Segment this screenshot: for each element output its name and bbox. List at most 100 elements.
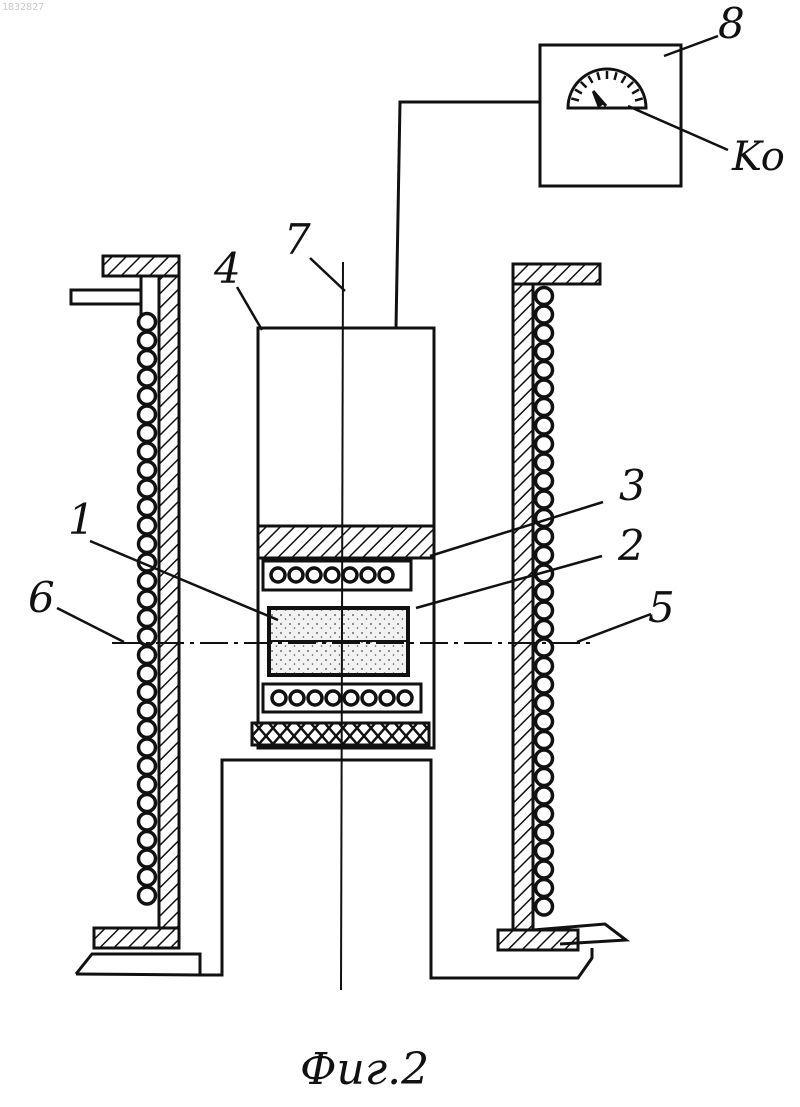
coil-turn [139, 425, 156, 442]
coil-turn [343, 568, 357, 582]
right-top-flange [513, 264, 600, 284]
coil-turn [139, 850, 156, 867]
upper-bead-row [271, 568, 393, 582]
coil-turn [344, 691, 358, 705]
coil-turn [398, 691, 412, 705]
coil-turn [139, 388, 156, 405]
coil-turn [361, 568, 375, 582]
coil-turn [139, 647, 156, 664]
leader-2 [416, 556, 602, 608]
coil-turn [536, 325, 553, 342]
coil-turn [326, 691, 340, 705]
coil-turn [536, 602, 553, 619]
coil-turn [536, 676, 553, 693]
coil-turn [139, 499, 156, 516]
figure-caption: Фиг.2 [300, 1044, 429, 1095]
coil-turn [536, 639, 553, 656]
coil-turn [536, 843, 553, 860]
left-side-pipe [71, 290, 141, 304]
label-4: 4 [213, 244, 241, 293]
coil-turn [139, 610, 156, 627]
coil-turn [289, 568, 303, 582]
coil-turn [536, 454, 553, 471]
coil-turn [139, 406, 156, 423]
coil-turn [272, 691, 286, 705]
coil-turn [139, 665, 156, 682]
coil-turn [139, 721, 156, 738]
coil-turn [536, 658, 553, 675]
right-wall-body [513, 284, 533, 944]
coil-turn [139, 332, 156, 349]
coil-turn [139, 776, 156, 793]
coil-turn [536, 547, 553, 564]
coil-turn [536, 436, 553, 453]
meter-8 [540, 45, 681, 186]
coil-turn [139, 795, 156, 812]
coil-turn [536, 528, 553, 545]
coil-turn [536, 362, 553, 379]
coil-turn [536, 306, 553, 323]
label-7: 7 [284, 215, 311, 264]
coil-turn [139, 813, 156, 830]
left-top-flange [103, 256, 179, 276]
coil-turn [139, 832, 156, 849]
label-1: 1 [68, 495, 95, 544]
coil-turn [536, 491, 553, 508]
coil-turn [139, 702, 156, 719]
label-3: 3 [619, 461, 646, 510]
coil-turn [536, 713, 553, 730]
coil-turn [380, 691, 394, 705]
coil-turn [536, 750, 553, 767]
coil-turn [139, 739, 156, 756]
meter-housing [540, 45, 681, 186]
coil-turn [536, 288, 553, 305]
coil-turn [139, 480, 156, 497]
right-bottom-flange [498, 930, 578, 950]
label-8: 8 [718, 0, 745, 48]
lid-3 [258, 526, 434, 558]
crucible-bottom-support [252, 723, 429, 745]
leader-5 [577, 614, 651, 642]
patent-number-stamp: 1832827 [2, 2, 44, 13]
coil-turn [308, 691, 322, 705]
coil-turn [362, 691, 376, 705]
coil-turn [139, 887, 156, 904]
coil-turn [139, 443, 156, 460]
label-k0: Ko [731, 134, 785, 180]
coil-turn [139, 758, 156, 775]
right-heater-coil [536, 288, 553, 916]
coil-turn [325, 568, 339, 582]
coil-turn [536, 584, 553, 601]
coil-turn [379, 568, 393, 582]
leader-1 [90, 541, 278, 620]
coil-turn [139, 369, 156, 386]
label-5: 5 [648, 583, 675, 632]
coil-turn [536, 787, 553, 804]
coil-turn [536, 695, 553, 712]
leader-7 [310, 258, 345, 291]
coil-turn [139, 314, 156, 331]
coil-turn [290, 691, 304, 705]
leader-6 [57, 608, 124, 642]
coil-turn [536, 473, 553, 490]
coil-turn [536, 861, 553, 878]
left-furnace-wall [71, 256, 179, 948]
coil-turn [139, 684, 156, 701]
coil-turn [139, 462, 156, 479]
left-wall-body [159, 276, 179, 948]
coil-turn [139, 536, 156, 553]
coil-turn [536, 399, 553, 416]
coil-turn [307, 568, 321, 582]
coil-turn [536, 380, 553, 397]
left-bottom-flange [94, 928, 179, 948]
coil-turn [536, 621, 553, 638]
coil-turn [536, 806, 553, 823]
coil-turn [139, 573, 156, 590]
coil-turn [139, 591, 156, 608]
coil-turn [536, 732, 553, 749]
coil-turn [139, 351, 156, 368]
label-6: 6 [28, 573, 55, 622]
coil-turn [271, 568, 285, 582]
right-furnace-wall [498, 264, 626, 950]
